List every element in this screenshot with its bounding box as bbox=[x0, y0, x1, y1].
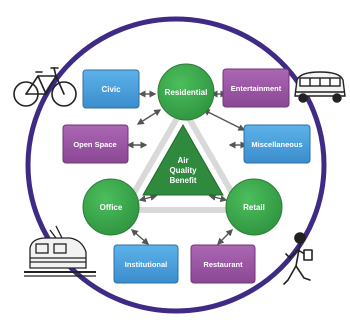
residential-label: Residential bbox=[165, 88, 208, 97]
civic-label: Civic bbox=[101, 85, 121, 94]
office-label: Office bbox=[100, 203, 123, 212]
institutional-label: Institutional bbox=[125, 260, 168, 269]
center-label-line1: Air bbox=[177, 156, 188, 165]
connector-arrows bbox=[126, 90, 248, 245]
restaurant-box bbox=[190, 244, 256, 284]
office-circle bbox=[82, 178, 140, 236]
retail-label: Retail bbox=[243, 203, 265, 212]
arrow-office-institutional bbox=[130, 229, 150, 245]
arrow-residential-openspace bbox=[136, 109, 162, 125]
institutional-box bbox=[113, 244, 179, 284]
civic-box bbox=[82, 69, 140, 109]
pedestrian-icon bbox=[283, 232, 313, 285]
train-icon bbox=[24, 225, 96, 277]
open-space-box bbox=[62, 124, 129, 164]
bicycle-icon bbox=[13, 67, 77, 107]
entertainment-label: Entertainment bbox=[231, 84, 282, 93]
open-space-label: Open Space bbox=[73, 140, 116, 149]
miscellaneous-box bbox=[243, 124, 311, 164]
center-label-line3: Benefit bbox=[169, 176, 196, 185]
arrow-retail-restaurant bbox=[217, 229, 233, 245]
center-label-line2: Quality bbox=[169, 166, 197, 175]
retail-circle bbox=[225, 178, 283, 236]
residential-circle bbox=[157, 63, 215, 121]
entertainment-box bbox=[222, 68, 290, 108]
restaurant-label: Restaurant bbox=[203, 260, 243, 269]
arrow-residential-misc bbox=[202, 109, 246, 131]
triangle-frame bbox=[121, 105, 245, 213]
arrow-office-triangle bbox=[138, 193, 158, 203]
center-triangle bbox=[142, 123, 224, 196]
bus-icon bbox=[294, 71, 346, 103]
miscellaneous-label: Miscellaneous bbox=[251, 140, 302, 149]
arrow-retail-triangle bbox=[208, 193, 228, 203]
